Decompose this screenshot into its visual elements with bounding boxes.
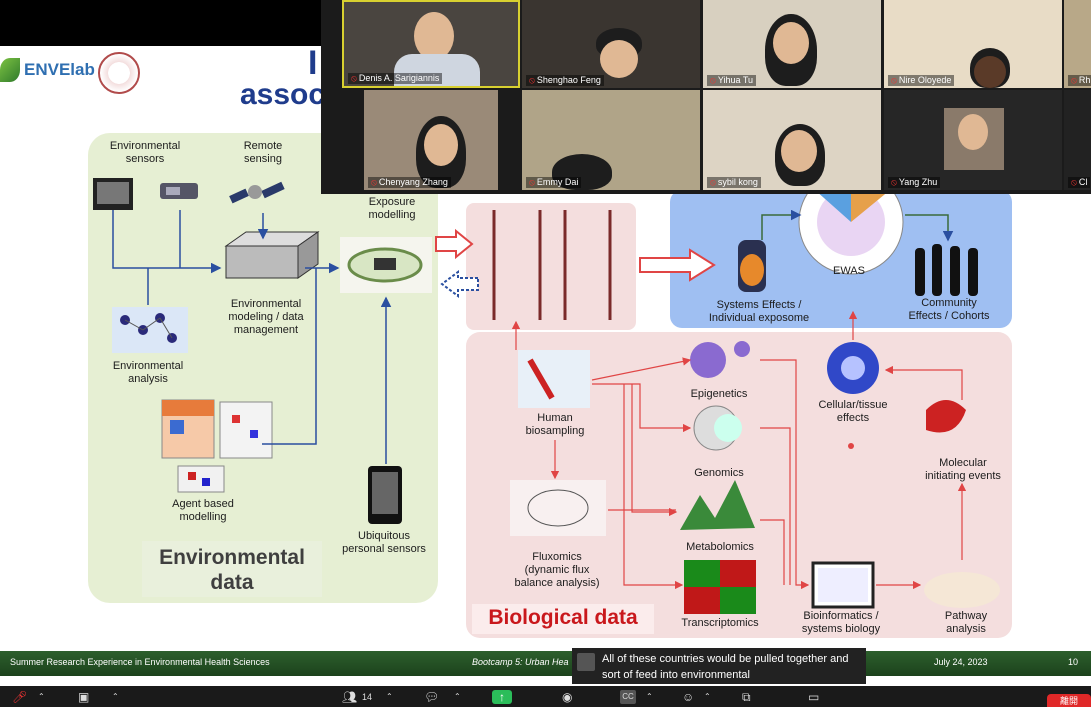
label-environmental-analysis: Environmental analysis — [112, 360, 184, 385]
label-ubiquitous-sensors: Ubiquitous personal sensors — [342, 530, 426, 555]
environmental-data-box — [142, 541, 322, 597]
slide-footer — [0, 651, 1091, 676]
muted-mic-icon: ⦸ — [710, 177, 716, 187]
chat-icon[interactable]: 💬︎ — [424, 690, 440, 704]
video-tile[interactable]: ⦸Shenghao Feng — [522, 0, 700, 88]
muted-mic-icon: ⦸ — [1071, 75, 1077, 85]
label-cellular-effects: Cellular/tissue effects — [818, 399, 888, 424]
muted-mic-icon: ⦸ — [529, 177, 535, 187]
video-tile[interactable]: ⦸Yihua Tu — [703, 0, 881, 88]
video-camera-icon[interactable]: ▣ — [78, 690, 90, 704]
label-environmental-sensors: Environmental sensors — [109, 140, 181, 165]
environmental-data-label: Environmental data — [159, 546, 305, 594]
video-tile[interactable]: ⦸Denis A. Sarigiannis — [342, 0, 520, 88]
label-remote-sensing: Remote sensing — [243, 140, 283, 165]
footer-bootcamp: Bootcamp 5: Urban Hea — [472, 657, 569, 667]
whiteboard-icon[interactable]: ▭ — [808, 690, 820, 704]
video-options-chevron-icon[interactable]: ⌃ — [112, 692, 119, 701]
leave-meeting-button[interactable]: 離開 — [1047, 694, 1091, 707]
university-seal-icon — [98, 52, 140, 94]
closed-caption-button[interactable]: CC — [620, 690, 636, 704]
biological-data-label: Biological data — [488, 606, 638, 629]
label-epigenetics: Epigenetics — [690, 388, 748, 400]
muted-mic-icon: ⦸ — [891, 177, 897, 187]
video-tile[interactable]: ⦸sybil kong — [703, 90, 881, 190]
participant-name: ⦸Emmy Dai — [526, 177, 582, 188]
live-caption: All of these countries would be pulled t… — [572, 648, 866, 684]
participant-name: ⦸Cl — [1068, 177, 1091, 188]
footer-date: July 24, 2023 — [934, 657, 988, 667]
footer-page-number: 10 — [1068, 657, 1079, 667]
participants-count: 14 — [362, 692, 373, 702]
label-community-effects: Community Effects / Cohorts — [908, 297, 990, 322]
video-gallery[interactable]: ⦸Denis A. Sarigiannis ⦸Shenghao Feng ⦸Yi… — [321, 0, 1091, 194]
muted-mic-icon: ⦸ — [891, 75, 897, 85]
chat-chevron-icon[interactable]: ⌃ — [454, 692, 461, 701]
reactions-chevron-icon[interactable]: ⌃ — [704, 692, 711, 701]
participant-name: ⦸Shenghao Feng — [526, 75, 604, 86]
participants-icon[interactable]: 👥︎ — [342, 690, 358, 704]
record-icon[interactable]: ◉ — [562, 690, 573, 704]
label-molecular-events: Molecular initiating events — [925, 457, 1001, 482]
slide-title-fragment: I — [308, 44, 318, 82]
label-metabolomics: Metabolomics — [686, 541, 754, 553]
label-exposure-modelling: Exposure modelling — [368, 196, 416, 221]
slide-title: assoc — [240, 78, 326, 111]
label-ewas: EWAS — [833, 265, 865, 277]
satellite-icon — [229, 181, 285, 204]
label-agent-based-modelling: Agent based modelling — [172, 498, 234, 523]
participant-name: ⦸Denis A. Sarigiannis — [348, 73, 443, 84]
video-tile[interactable]: ⦸Cl — [1064, 90, 1091, 190]
label-bioinformatics: Bioinformatics / systems biology — [801, 610, 881, 635]
participant-name: ⦸Yang Zhu — [888, 177, 941, 188]
muted-mic-icon: ⦸ — [371, 177, 377, 187]
reactions-icon[interactable]: ☺ — [682, 690, 695, 704]
envelab-logo-text: ENVElab — [24, 60, 95, 79]
biological-data-box — [472, 604, 654, 634]
video-tile[interactable]: ⦸Yang Zhu — [884, 90, 1062, 190]
label-human-biosampling: Human biosampling — [525, 412, 585, 437]
footer-program-name: Summer Research Experience in Environmen… — [10, 657, 270, 667]
meeting-toolbar — [0, 686, 1091, 707]
muted-mic-icon: ⦸ — [1071, 177, 1077, 187]
participant-name: ⦸Chenyang Zhang — [368, 177, 451, 188]
participants-chevron-icon[interactable]: ⌃ — [386, 692, 393, 701]
muted-mic-icon: ⦸ — [529, 75, 535, 85]
video-tile[interactable]: ⦸Chenyang Zhang — [364, 90, 498, 190]
video-tile[interactable]: ⦸Nire Oloyede — [884, 0, 1062, 88]
label-fluxomics: Fluxomics (dynamic flux balance analysis… — [514, 551, 600, 589]
share-screen-icon[interactable]: ↑ — [492, 690, 512, 704]
mute-mic-icon[interactable]: 🎤︎ — [12, 690, 28, 704]
environmental-panel — [88, 133, 438, 603]
audio-options-chevron-icon[interactable]: ⌃ — [38, 692, 45, 701]
caption-speaker-avatar — [577, 653, 595, 671]
envelab-logo-icon — [0, 58, 20, 82]
participant-name: ⦸Rh — [1068, 75, 1091, 86]
muted-mic-icon: ⦸ — [351, 73, 357, 83]
participant-name: ⦸Yihua Tu — [707, 75, 757, 86]
label-genomics: Genomics — [694, 467, 744, 479]
caption-chevron-icon[interactable]: ⌃ — [646, 692, 653, 701]
video-tile[interactable]: ⦸Emmy Dai — [522, 90, 700, 190]
label-pathway-analysis: Pathway analysis — [944, 610, 988, 635]
muted-mic-icon: ⦸ — [710, 75, 716, 85]
participant-name: ⦸sybil kong — [707, 177, 761, 188]
apps-icon[interactable]: ⧉ — [742, 690, 751, 704]
video-tile[interactable]: ⦸Rh — [1064, 0, 1091, 88]
label-environmental-modeling: Environmental modeling / data management — [228, 298, 304, 336]
participant-name: ⦸Nire Oloyede — [888, 75, 955, 86]
label-transcriptomics: Transcriptomics — [681, 617, 759, 629]
label-systems-effects: Systems Effects / Individual exposome — [708, 299, 810, 324]
